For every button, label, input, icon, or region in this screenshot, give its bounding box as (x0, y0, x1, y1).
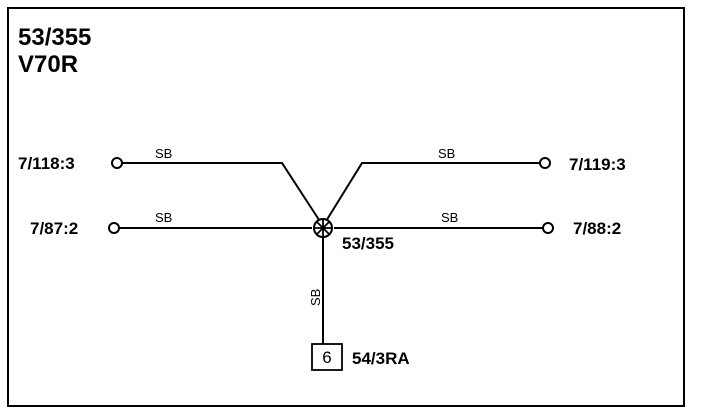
diagram-subtitle: V70R (18, 51, 78, 78)
ground-box (311, 343, 343, 371)
ground-box-label: 54/3RA (352, 349, 410, 368)
terminal-left-top (111, 157, 123, 169)
ground-box-number: 6 (322, 348, 331, 367)
wire-label-right-bottom: SB (441, 210, 458, 225)
splice-label: 53/355 (342, 234, 394, 253)
diagram-frame (7, 7, 685, 407)
wire-label-bottom: SB (308, 289, 323, 306)
connector-label-right-bottom: 7/88:2 (573, 219, 621, 238)
connector-label-right-top: 7/119:3 (569, 155, 626, 174)
wire-label-left-top: SB (155, 146, 172, 161)
wire-label-right-top: SB (438, 146, 455, 161)
wire-label-left-bottom: SB (155, 210, 172, 225)
connector-label-left-bottom: 7/87:2 (30, 219, 78, 238)
wire-left-top (122, 162, 324, 227)
splice-icon (313, 218, 333, 238)
terminal-right-top (539, 157, 551, 169)
diagram-title: 53/355 (18, 24, 91, 51)
connector-label-left-top: 7/118:3 (18, 154, 75, 173)
terminal-left-bottom (108, 222, 120, 234)
wire-right-top (322, 162, 540, 227)
terminal-right-bottom (542, 222, 554, 234)
